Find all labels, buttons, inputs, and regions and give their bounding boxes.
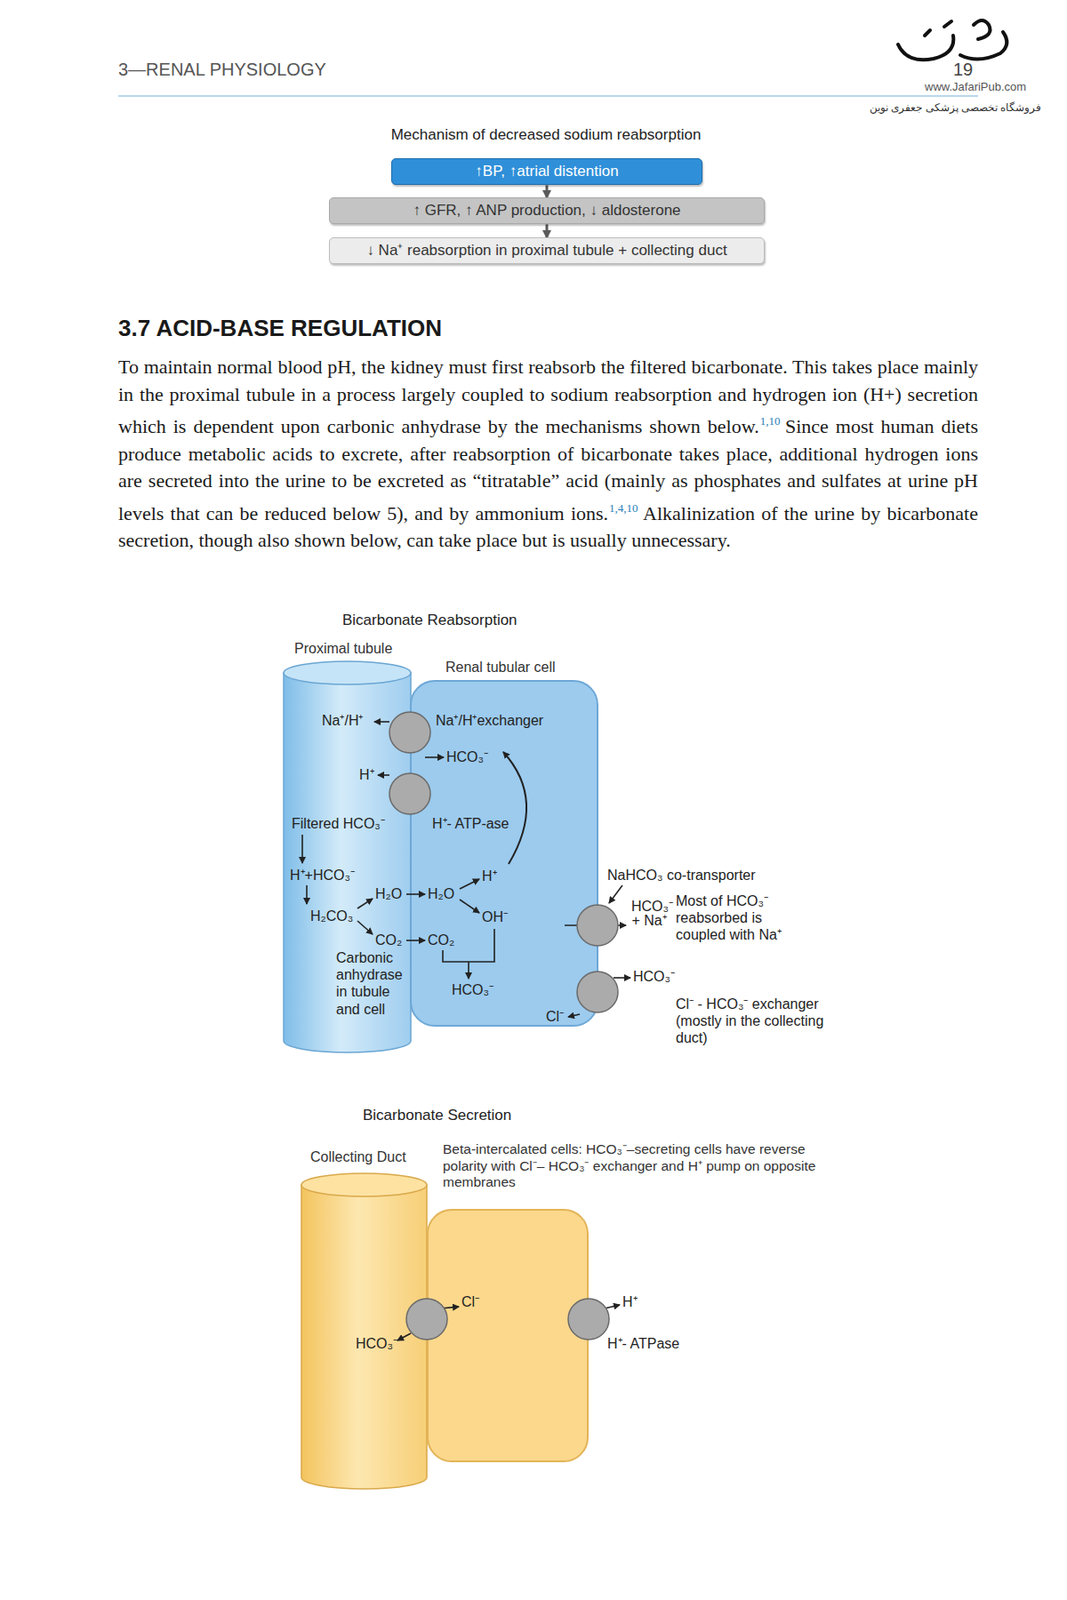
label: H⁺- ATPase bbox=[607, 1335, 680, 1353]
label: www.JafariPub.com bbox=[924, 80, 1027, 95]
label: 3—RENAL PHYSIOLOGY bbox=[118, 58, 327, 81]
label: H⁺ bbox=[622, 1293, 638, 1311]
label: OH⁻ bbox=[481, 908, 508, 926]
body-paragraph: To maintain normal blood pH, the kidney … bbox=[118, 353, 979, 555]
label: Bicarbonate Reabsorption bbox=[342, 611, 518, 630]
label: فروشگاه تخصصی پزشکی جعفری نوین bbox=[869, 101, 1042, 114]
label: NaHCO₃ co-transporter bbox=[607, 866, 756, 884]
tubular-cell: Renal tubular cell bbox=[409, 680, 599, 1027]
process-box: ↑ GFR, ↑ ANP production, ↓ aldosterone bbox=[328, 197, 765, 225]
box-label: ↑BP, ↑atrial distention bbox=[401, 162, 693, 181]
label: Most of HCO₃⁻ reabsorbed is coupled with… bbox=[675, 892, 805, 945]
box-label: ↑ GFR, ↑ ANP production, ↓ aldosterone bbox=[338, 201, 755, 220]
label: H₂O bbox=[375, 885, 402, 903]
label: Cl⁻ bbox=[545, 1008, 564, 1026]
node-heading: Renal tubular cell bbox=[445, 658, 556, 676]
label: HCO₃⁻ bbox=[633, 968, 675, 986]
tubular-cell: Beta-intercalated cells: HCO₃⁻–secreting… bbox=[426, 1209, 589, 1463]
node-heading: Collecting Duct bbox=[310, 1148, 407, 1166]
node-heading: Beta-intercalated cells: HCO₃⁻–secreting… bbox=[442, 1141, 817, 1192]
label: H₂CO₃ bbox=[310, 907, 353, 925]
box-label: ↓ Na⁺ reabsorption in proximal tubule + … bbox=[338, 241, 755, 260]
cylinder-top bbox=[283, 661, 411, 685]
tubule-cylinder: Collecting Duct bbox=[301, 1173, 427, 1490]
publisher-logo bbox=[898, 20, 1007, 60]
citation-number: 1,4,10 bbox=[609, 501, 639, 515]
label: Na⁺/H⁺ bbox=[321, 712, 363, 730]
node-heading: Proximal tubule bbox=[294, 640, 393, 658]
flow-arrow bbox=[545, 224, 549, 238]
label: HCO₃⁻ bbox=[446, 748, 489, 766]
process-box: ↓ Na⁺ reabsorption in proximal tubule + … bbox=[328, 237, 765, 265]
label: Na⁺/H⁺exchanger bbox=[435, 712, 544, 730]
label: HCO₃⁻ + Na⁺ bbox=[631, 899, 667, 929]
label: Bicarbonate Secretion bbox=[362, 1107, 512, 1125]
process-box: ↑BP, ↑atrial distention bbox=[391, 158, 703, 185]
label: H⁺+HCO₃⁻ bbox=[289, 866, 355, 884]
citation-number: 1,10 bbox=[760, 414, 781, 428]
label: Mechanism of decreased sodium reabsorpti… bbox=[391, 126, 702, 145]
transporter-circle bbox=[389, 712, 618, 1340]
label: H⁺ bbox=[481, 867, 498, 885]
label: HCO₃⁻ bbox=[451, 981, 494, 999]
cylinder-body bbox=[301, 1185, 427, 1490]
label: 19 bbox=[953, 58, 973, 81]
cylinder-body bbox=[283, 673, 411, 1053]
label: CO₂ bbox=[375, 931, 402, 949]
label: CO₂ bbox=[427, 931, 455, 949]
cylinder-top bbox=[301, 1173, 427, 1197]
label: H₂O bbox=[427, 885, 455, 903]
label: HCO₃⁻ bbox=[355, 1335, 398, 1353]
label: Filtered HCO₃⁻ bbox=[291, 815, 386, 833]
section-heading: 3.7 ACID-BASE REGULATION bbox=[118, 314, 442, 343]
cylinder-outline bbox=[301, 1173, 427, 1490]
header-rule bbox=[118, 95, 979, 97]
label: Carbonic anhydrase in tubule and cell bbox=[336, 949, 411, 1019]
label: H⁺- ATP-ase bbox=[432, 815, 510, 833]
flow-arrow bbox=[545, 184, 549, 198]
label: H⁺ bbox=[359, 766, 375, 784]
label: Cl⁻ bbox=[461, 1293, 480, 1311]
label: Cl⁻ - HCO₃⁻ exchanger (mostly in the col… bbox=[675, 995, 832, 1048]
